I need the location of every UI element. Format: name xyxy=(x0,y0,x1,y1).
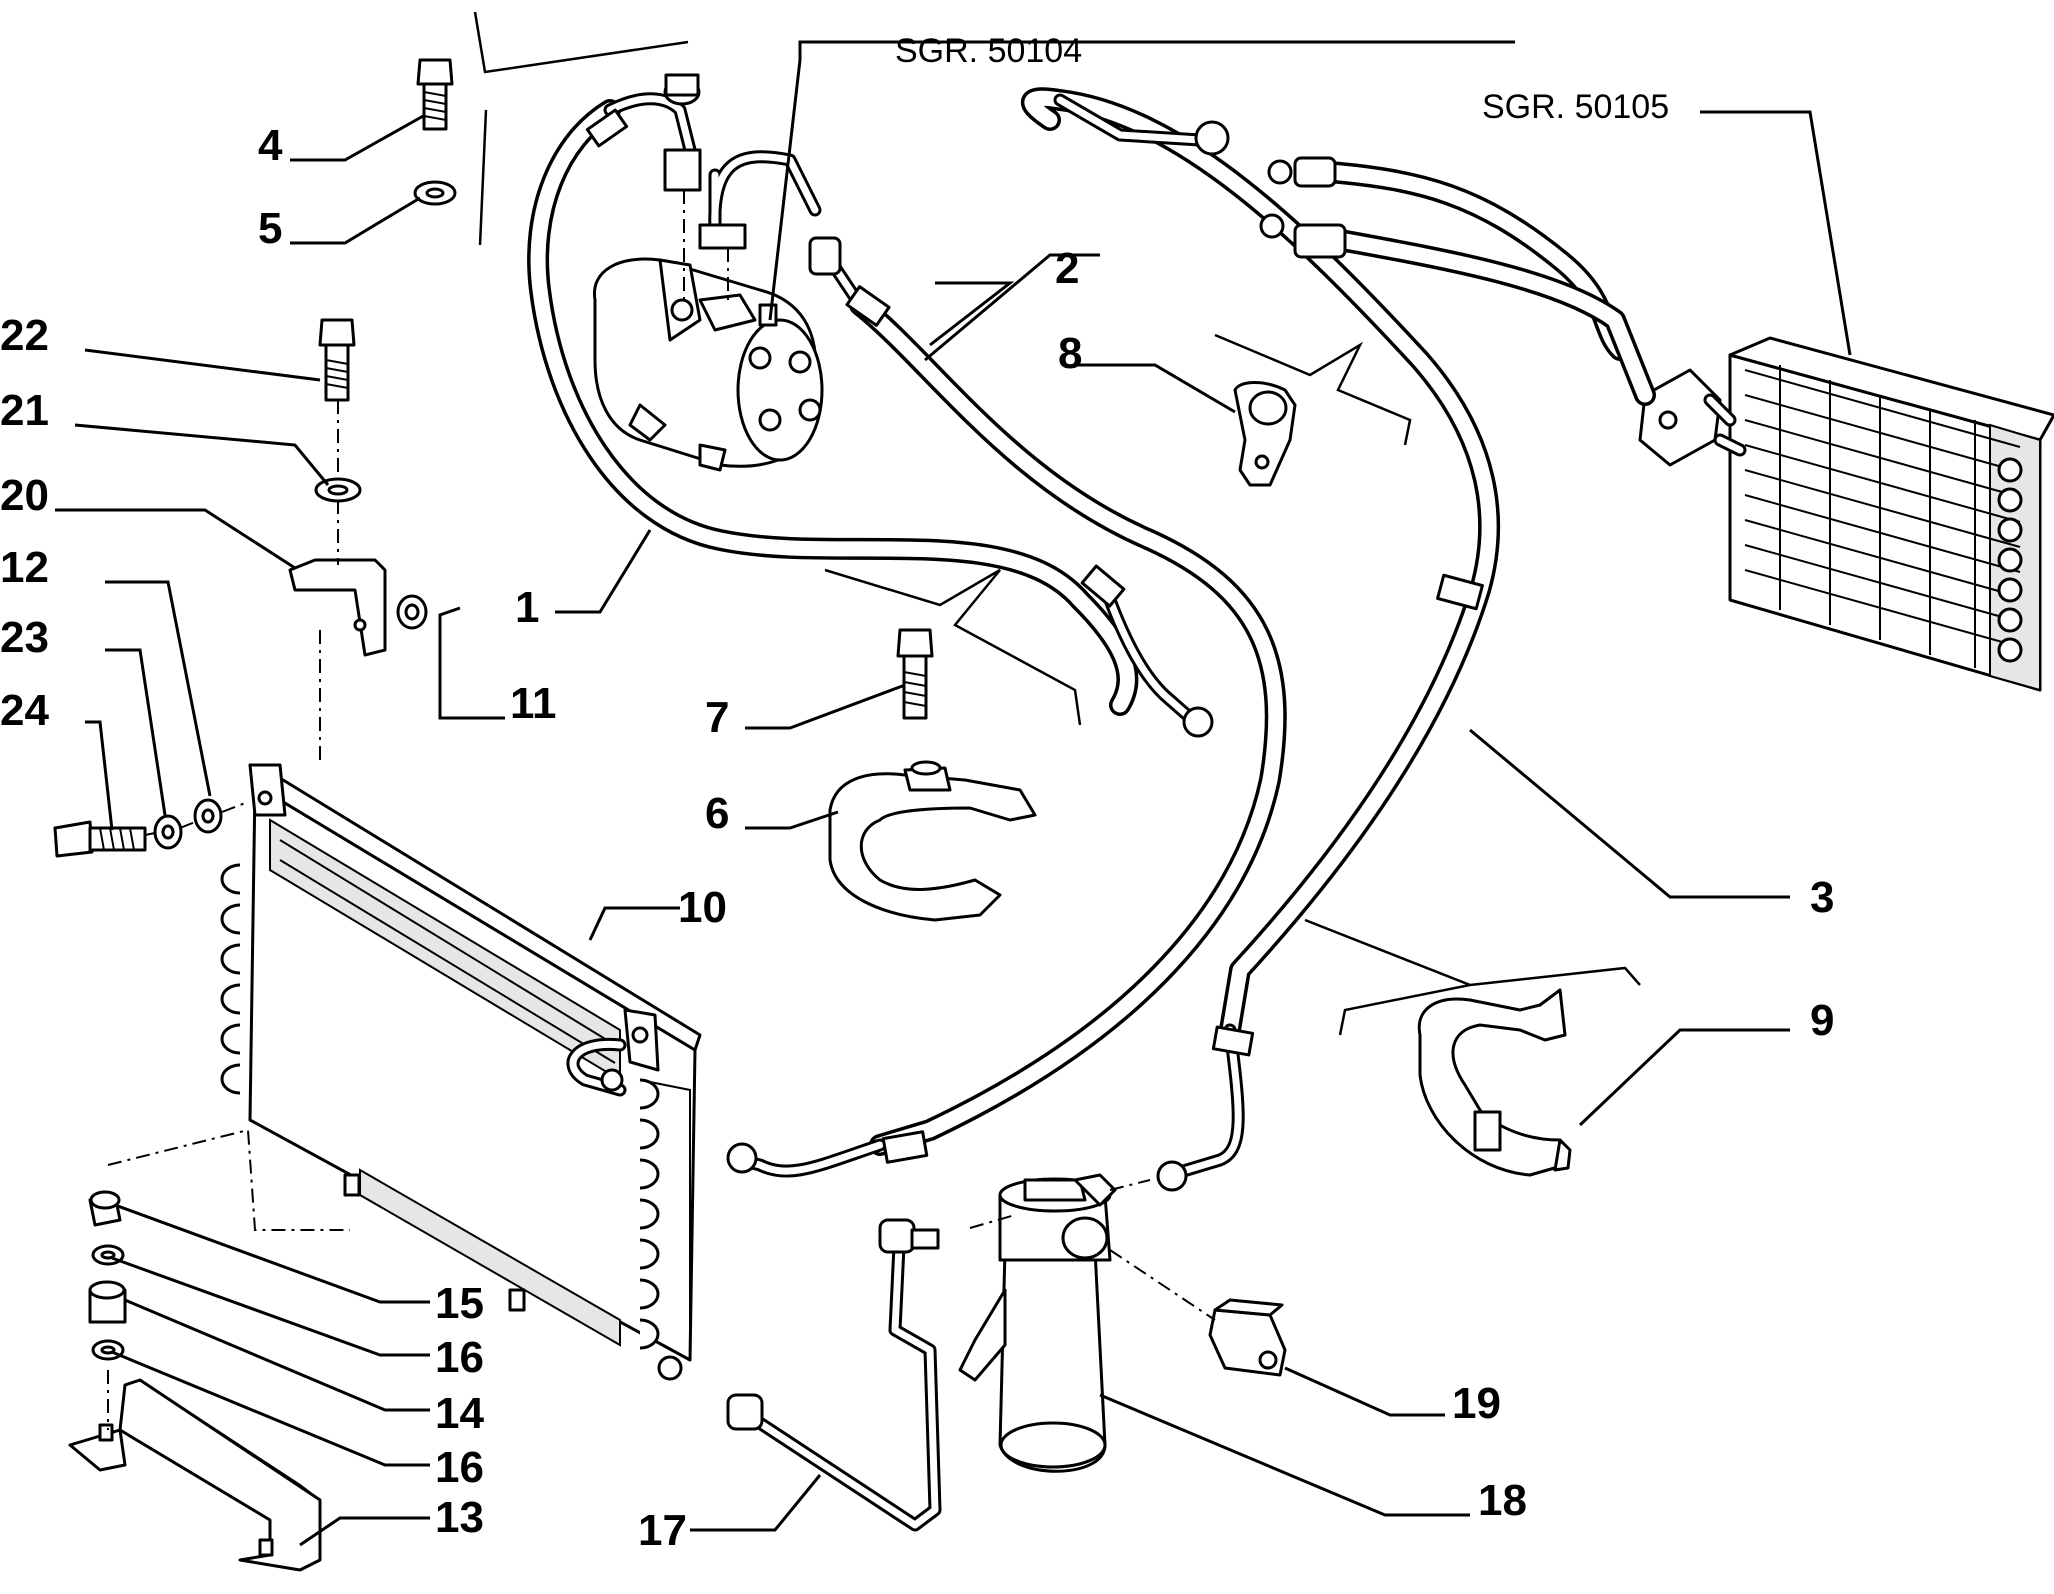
clamp-6 xyxy=(828,760,1037,922)
callout-13: 13 xyxy=(435,1493,484,1542)
mount-kit xyxy=(68,1128,350,1572)
callout-10: 10 xyxy=(678,883,727,932)
break-lines xyxy=(473,11,1641,1036)
clamp-8 xyxy=(1233,381,1297,487)
callout-3: 3 xyxy=(1810,873,1834,922)
fastener-4-5 xyxy=(413,58,457,206)
condenser xyxy=(220,763,702,1381)
callout-4: 4 xyxy=(258,121,283,170)
fastener-20-21-22 xyxy=(288,318,428,765)
callout-numbers: 1 2 3 4 5 6 7 8 9 10 11 12 13 14 15 16 1… xyxy=(0,121,1834,1555)
hose-3 xyxy=(1020,87,1501,1182)
callout-6: 6 xyxy=(705,789,729,838)
callout-22: 22 xyxy=(0,311,49,360)
callout-9: 9 xyxy=(1810,996,1834,1045)
evaporator xyxy=(1259,156,2054,692)
condenser-coil-right xyxy=(639,1078,691,1360)
callout-2: 2 xyxy=(1055,244,1079,293)
callout-19: 19 xyxy=(1452,1379,1501,1428)
compressor xyxy=(592,73,842,472)
callout-21: 21 xyxy=(0,386,49,435)
callout-12: 12 xyxy=(0,543,49,592)
callout-5: 5 xyxy=(258,204,282,253)
callout-24: 24 xyxy=(0,686,49,735)
callout-18: 18 xyxy=(1478,1476,1527,1525)
receiver-drier xyxy=(958,1173,1151,1473)
reference-sgr-50104: SGR. 50104 xyxy=(895,32,1082,70)
reference-sgr-50105: SGR. 50105 xyxy=(1482,88,1669,126)
pipe-17 xyxy=(726,1218,942,1532)
hose-ferrules xyxy=(585,108,1484,1192)
fastener-12-23-24 xyxy=(53,798,249,858)
callout-16b: 16 xyxy=(435,1443,484,1492)
evaporator-coil-ends xyxy=(1997,457,2023,663)
callout-23: 23 xyxy=(0,613,49,662)
pressure-switch xyxy=(1109,1249,1287,1377)
callout-1: 1 xyxy=(515,583,539,632)
reference-labels: SGR. 50104 SGR. 50105 xyxy=(895,32,1669,126)
callout-15: 15 xyxy=(435,1279,484,1328)
callout-16a: 16 xyxy=(435,1333,484,1382)
fastener-7 xyxy=(896,628,934,720)
callout-17: 17 xyxy=(638,1506,687,1555)
condenser-coil-left xyxy=(220,863,241,1095)
callout-20: 20 xyxy=(0,471,49,520)
hose-1 xyxy=(527,92,1202,729)
callout-14: 14 xyxy=(435,1389,484,1438)
callout-11: 11 xyxy=(510,679,557,728)
leader-lines xyxy=(55,40,1852,1547)
clamp-9 xyxy=(1417,988,1572,1177)
callout-7: 7 xyxy=(705,693,729,742)
callout-8: 8 xyxy=(1058,329,1082,378)
